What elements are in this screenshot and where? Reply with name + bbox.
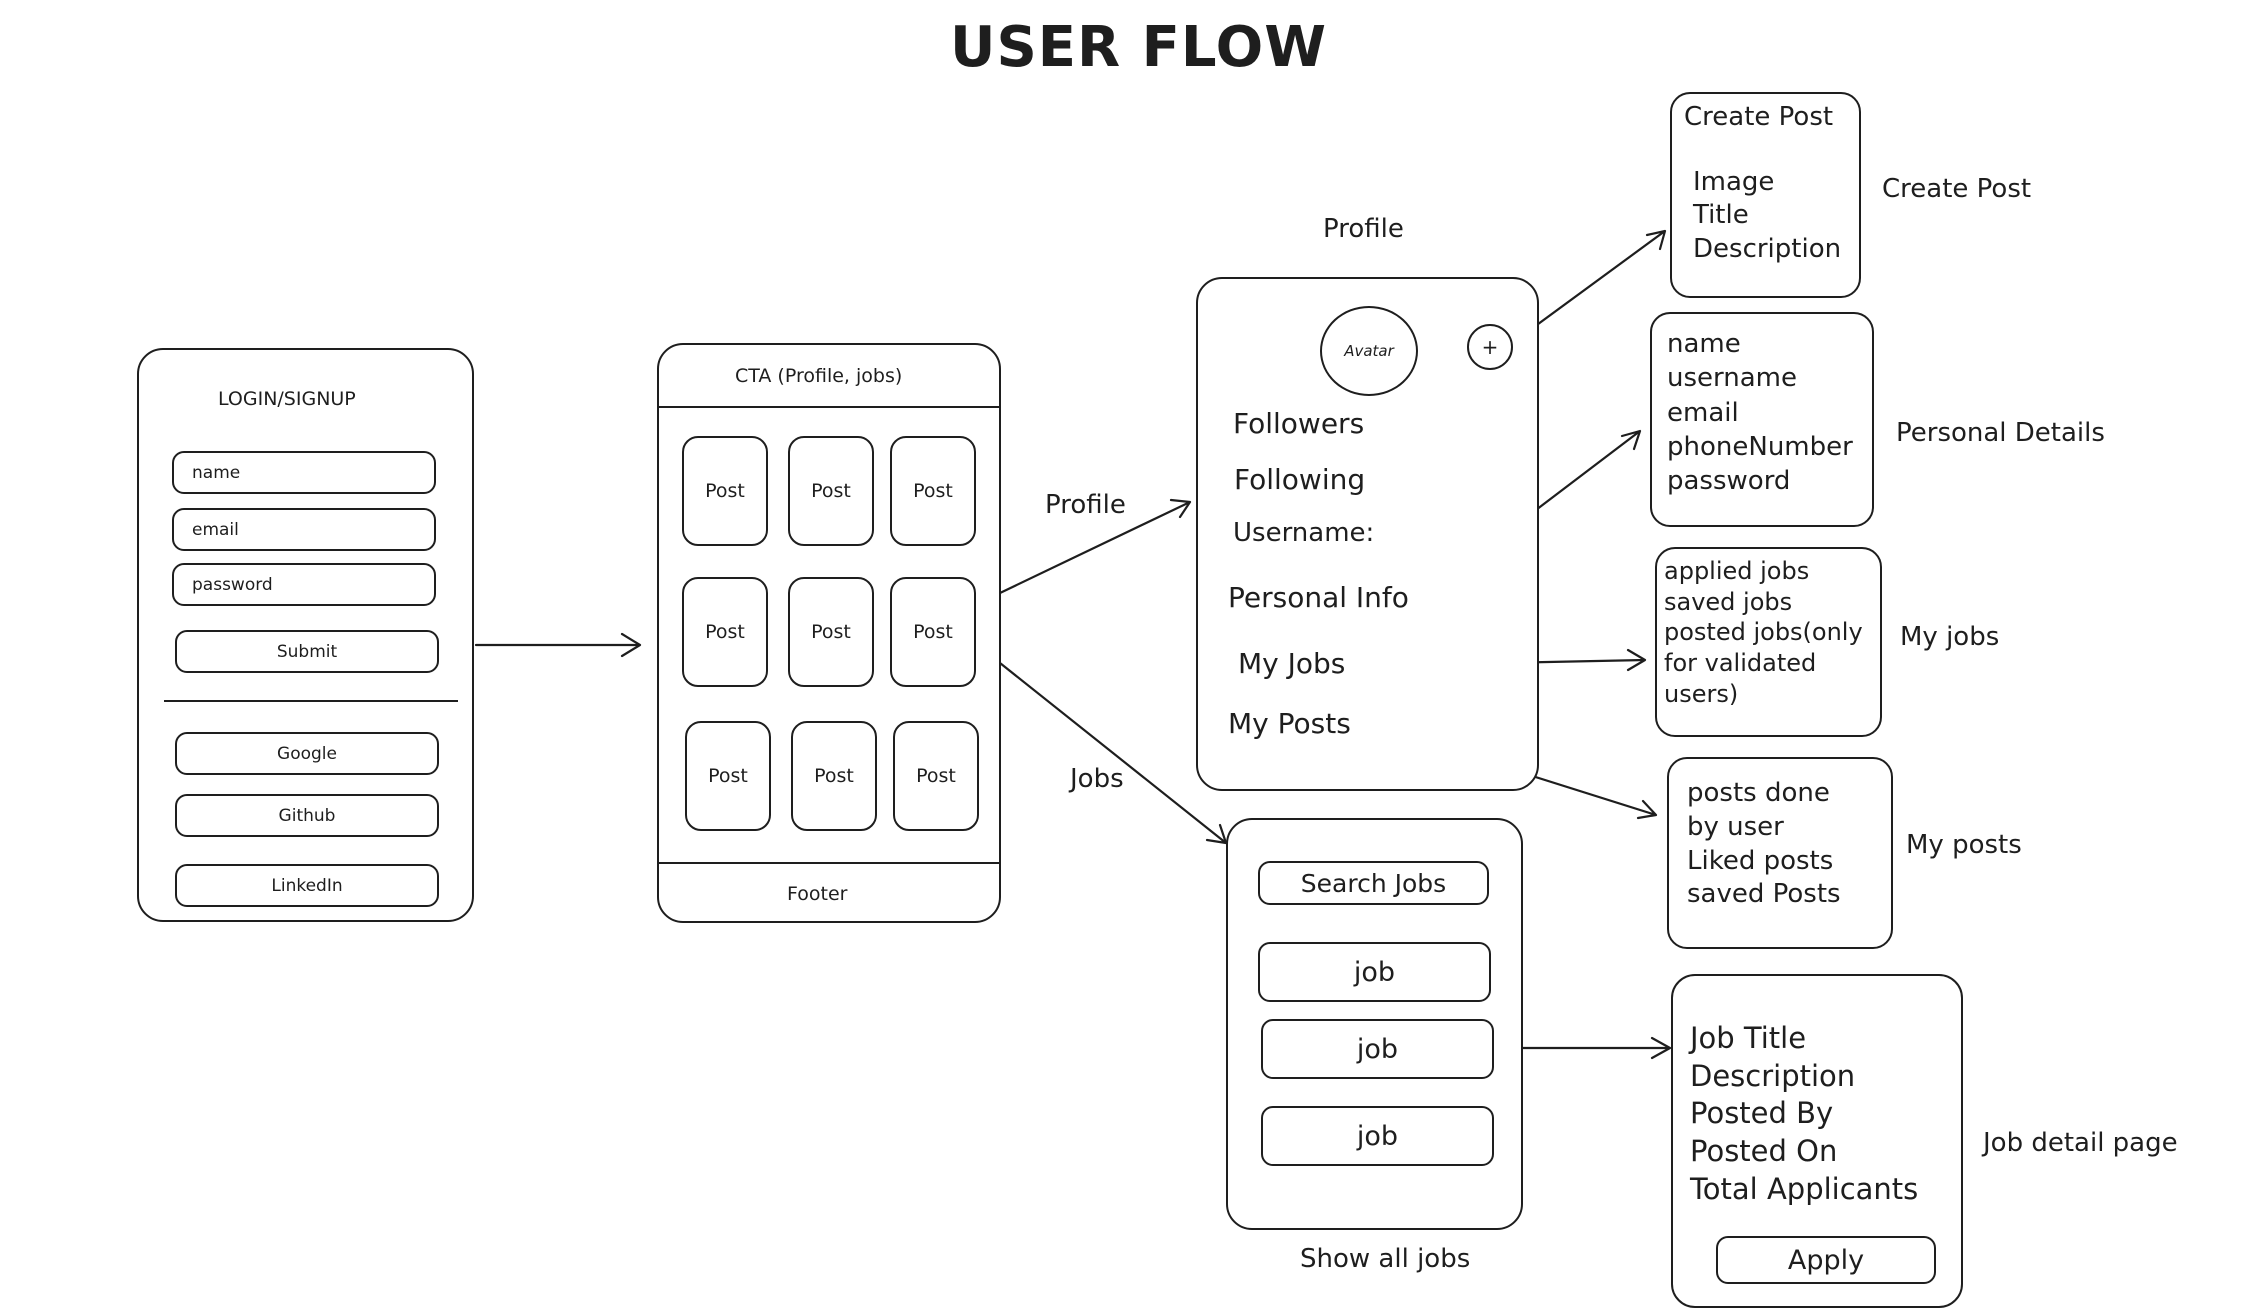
password-field-label: password xyxy=(192,574,273,595)
my-jobs-label: My jobs xyxy=(1900,622,2000,652)
post-label: Post xyxy=(811,480,851,502)
profile-username: Username: xyxy=(1233,518,1375,548)
profile-caption: Profile xyxy=(1323,214,1404,244)
my-posts-screen xyxy=(1667,757,1893,949)
job-card[interactable]: job xyxy=(1258,942,1491,1002)
post-card[interactable]: Post xyxy=(890,577,976,687)
jobs-caption: Show all jobs xyxy=(1300,1244,1471,1274)
post-label: Post xyxy=(705,621,745,643)
create-post-screen xyxy=(1670,92,1861,298)
my-jobs-screen xyxy=(1655,547,1882,737)
feed-footer: Footer xyxy=(787,883,848,905)
name-field[interactable]: name xyxy=(172,451,436,494)
job-card[interactable]: job xyxy=(1261,1019,1494,1079)
post-label: Post xyxy=(705,480,745,502)
profile-my-posts[interactable]: My Posts xyxy=(1228,707,1351,740)
job-detail-label: Job detail page xyxy=(1983,1128,2178,1158)
post-label: Post xyxy=(916,765,956,787)
post-card[interactable]: Post xyxy=(682,577,768,687)
create-post-items: Image Title Description xyxy=(1693,167,1842,264)
arrow-login-to-feed xyxy=(474,632,642,658)
linkedin-button[interactable]: LinkedIn xyxy=(175,864,439,907)
post-card[interactable]: Post xyxy=(893,721,979,831)
avatar: Avatar xyxy=(1320,306,1418,396)
job-label: job xyxy=(1356,1120,1399,1152)
post-card[interactable]: Post xyxy=(685,721,771,831)
my-jobs-items: applied jobs saved jobs posted jobs(only… xyxy=(1664,557,1863,708)
plus-label: + xyxy=(1481,335,1499,359)
password-field[interactable]: password xyxy=(172,563,436,606)
login-heading: LOGIN/SIGNUP xyxy=(218,388,356,410)
feed-footer-divider xyxy=(658,862,1000,864)
apply-button[interactable]: Apply xyxy=(1716,1236,1936,1284)
profile-following: Following xyxy=(1234,463,1366,496)
post-label: Post xyxy=(913,621,953,643)
google-button[interactable]: Google xyxy=(175,732,439,775)
submit-button[interactable]: Submit xyxy=(175,630,439,673)
submit-label: Submit xyxy=(276,641,338,662)
personal-details-screen xyxy=(1650,312,1874,527)
search-jobs-label: Search Jobs xyxy=(1300,868,1447,898)
post-card[interactable]: Post xyxy=(890,436,976,546)
personal-details-label: Personal Details xyxy=(1896,418,2105,448)
profile-personal-info[interactable]: Personal Info xyxy=(1228,581,1409,614)
my-posts-label: My posts xyxy=(1906,830,2022,860)
google-label: Google xyxy=(277,743,337,764)
job-card[interactable]: job xyxy=(1261,1106,1494,1166)
personal-details-items: name username email phoneNumber password xyxy=(1667,329,1853,497)
profile-my-jobs[interactable]: My Jobs xyxy=(1238,647,1346,680)
post-label: Post xyxy=(708,765,748,787)
edge-label-jobs: Jobs xyxy=(1070,764,1124,794)
post-card[interactable]: Post xyxy=(791,721,877,831)
github-label: Github xyxy=(278,805,336,826)
apply-label: Apply xyxy=(1787,1244,1865,1276)
arrow-feed-to-profile xyxy=(998,498,1192,595)
arrow-plus-to-create-post xyxy=(1517,229,1667,340)
arrow-feed-to-jobs xyxy=(998,661,1228,845)
post-card[interactable]: Post xyxy=(682,436,768,546)
github-button[interactable]: Github xyxy=(175,794,439,837)
job-label: job xyxy=(1353,956,1396,988)
edge-label-profile: Profile xyxy=(1045,490,1126,520)
profile-followers: Followers xyxy=(1233,407,1365,440)
search-jobs-button[interactable]: Search Jobs xyxy=(1258,861,1489,905)
email-field-label: email xyxy=(192,519,239,540)
create-post-label: Create Post xyxy=(1882,174,2032,204)
job-detail-items: Job Title Description Posted By Posted O… xyxy=(1690,1021,1919,1206)
job-label: job xyxy=(1356,1033,1399,1065)
post-card[interactable]: Post xyxy=(788,577,874,687)
name-field-label: name xyxy=(192,462,241,483)
plus-icon[interactable]: + xyxy=(1467,324,1513,370)
email-field[interactable]: email xyxy=(172,508,436,551)
create-post-title: Create Post xyxy=(1684,102,1834,132)
login-divider xyxy=(164,700,458,702)
feed-header-cta[interactable]: CTA (Profile, jobs) xyxy=(735,365,903,387)
post-label: Post xyxy=(814,765,854,787)
post-label: Post xyxy=(913,480,953,502)
my-posts-items: posts done by user Liked posts saved Pos… xyxy=(1687,778,1841,910)
linkedin-label: LinkedIn xyxy=(271,875,343,896)
diagram-title: USER FLOW xyxy=(950,15,1327,80)
post-label: Post xyxy=(811,621,851,643)
feed-header-divider xyxy=(658,406,1000,408)
post-card[interactable]: Post xyxy=(788,436,874,546)
avatar-label: Avatar xyxy=(1344,342,1394,360)
